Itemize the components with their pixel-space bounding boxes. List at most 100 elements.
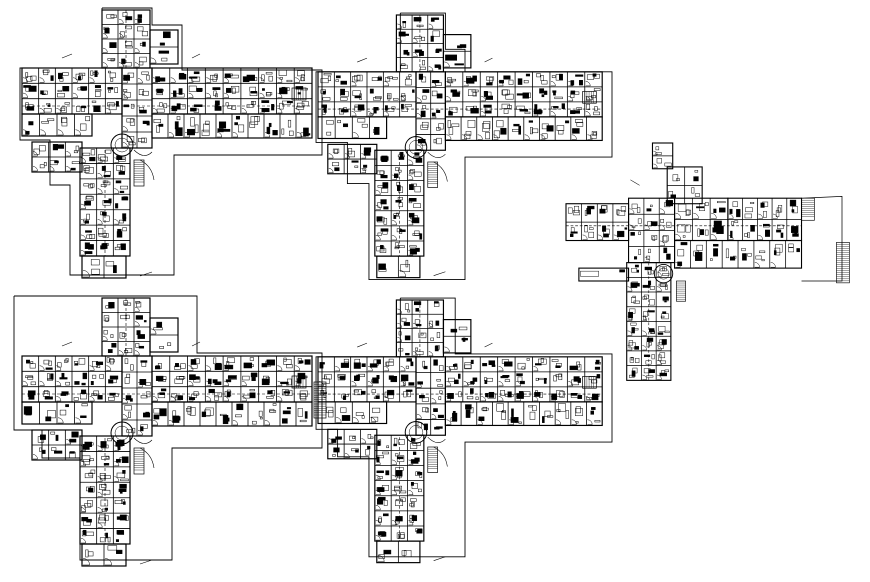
door-swing [22, 77, 28, 83]
furniture-mark [396, 245, 405, 248]
furniture-mark [418, 488, 422, 493]
furniture-mark [105, 261, 115, 267]
door-swing [375, 235, 381, 241]
door-swing [170, 108, 176, 114]
furniture-mark [84, 200, 91, 206]
door-swing [137, 382, 143, 388]
furniture-mark [376, 216, 385, 223]
furniture-mark [430, 17, 435, 22]
furniture-mark [400, 532, 405, 539]
furniture-mark [236, 403, 244, 411]
door-swing [241, 108, 247, 114]
door-swing [446, 96, 452, 102]
door-swing [413, 37, 418, 43]
door-swing [106, 365, 112, 371]
furniture-mark [696, 244, 703, 251]
entrance-canopy [433, 446, 448, 467]
door-swing [351, 381, 357, 387]
furniture-mark [105, 507, 108, 511]
furniture-mark [517, 78, 523, 85]
door-swing [224, 92, 229, 98]
furniture-mark [106, 14, 115, 19]
furniture-mark [90, 149, 96, 156]
door-swing [97, 491, 103, 497]
furniture-mark [30, 361, 34, 364]
furniture-mark [82, 152, 91, 156]
furniture-mark [507, 105, 512, 109]
furniture-mark [745, 207, 753, 213]
furniture-mark [381, 158, 386, 162]
furniture-mark [482, 363, 488, 367]
furniture-mark [482, 406, 488, 412]
furniture-mark [755, 255, 762, 260]
door-swing [657, 345, 662, 351]
furniture-mark [570, 80, 575, 86]
door-swing [408, 250, 414, 256]
furniture-mark [547, 415, 554, 418]
furniture-mark [646, 375, 654, 378]
furniture-mark [575, 406, 581, 414]
furniture-mark [791, 209, 795, 213]
furniture-mark [789, 199, 797, 207]
furniture-mark [619, 269, 625, 273]
furniture-mark [105, 317, 109, 322]
furniture-mark [41, 121, 49, 124]
furniture-mark [175, 395, 181, 401]
furniture-mark [55, 434, 59, 441]
furniture-mark [93, 390, 99, 396]
furniture-mark [266, 396, 274, 399]
furniture-mark [631, 370, 636, 377]
furniture-mark [747, 232, 750, 238]
door-swing [516, 381, 521, 387]
door-swing [277, 92, 283, 98]
furniture-mark [84, 503, 92, 508]
furniture-mark [61, 116, 67, 123]
furniture-mark [98, 233, 107, 237]
door-swing [375, 489, 381, 495]
furniture-mark [596, 374, 601, 379]
furniture-mark [135, 343, 140, 348]
furniture-mark [205, 120, 210, 125]
furniture-mark [296, 102, 305, 108]
furniture-mark [355, 412, 364, 416]
furniture-mark [390, 375, 398, 383]
furniture-mark [580, 270, 599, 277]
door-swing [392, 174, 397, 180]
furniture-mark [251, 101, 256, 105]
furniture-mark [518, 421, 522, 424]
furniture-mark [146, 74, 150, 81]
furniture-mark [90, 183, 95, 188]
furniture-mark [107, 545, 118, 551]
furniture-mark [777, 224, 784, 229]
door-swing [114, 188, 120, 194]
furniture-mark [659, 372, 667, 377]
furniture-mark [421, 76, 427, 83]
door-swing [89, 396, 95, 402]
door-swing [585, 396, 591, 402]
furniture-mark [452, 92, 460, 97]
furniture-mark [353, 362, 361, 369]
site-boundary [315, 297, 613, 558]
door-swing [152, 108, 158, 114]
furniture-mark [665, 284, 668, 290]
furniture-mark [159, 102, 163, 107]
furniture-mark [352, 436, 356, 440]
furniture-mark [57, 93, 65, 98]
furniture-mark [281, 128, 285, 135]
furniture-mark [243, 362, 253, 369]
door-swing [416, 113, 422, 119]
furniture-mark [576, 361, 581, 368]
furniture-mark [261, 378, 270, 386]
furniture-mark [83, 529, 87, 536]
furniture-mark [119, 490, 123, 494]
door-swing [345, 153, 350, 159]
furniture-mark [500, 390, 505, 396]
furniture-mark [586, 103, 590, 110]
furniture-mark [408, 382, 415, 386]
furniture-mark [482, 123, 490, 132]
furniture-mark [464, 133, 471, 140]
furniture-mark [25, 130, 30, 135]
furniture-mark [268, 75, 273, 82]
door-swing [481, 111, 486, 117]
furniture-mark [178, 74, 187, 80]
